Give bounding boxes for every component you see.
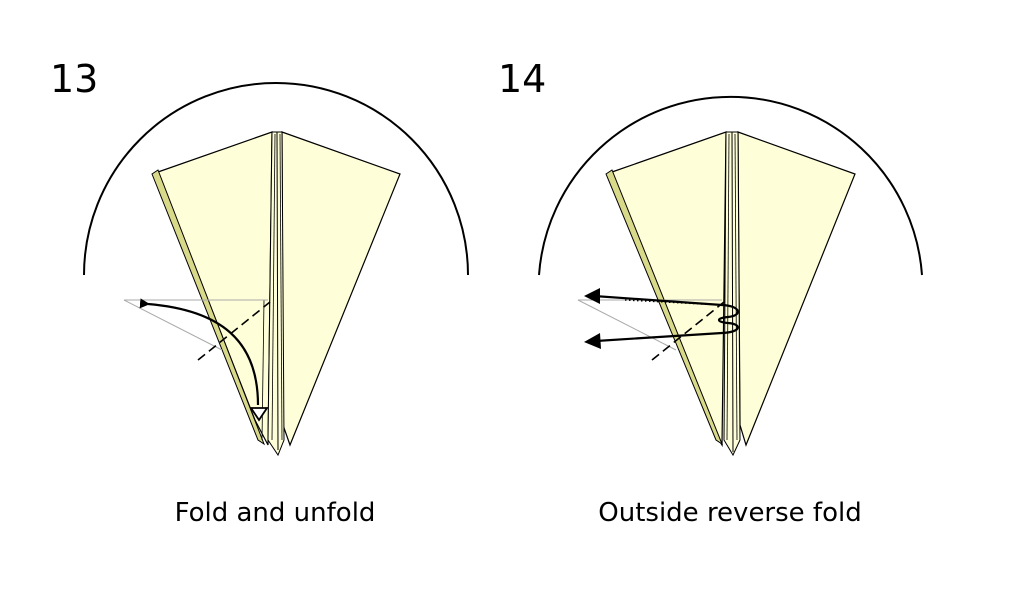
step-14-fold-line [651, 301, 725, 361]
step-14-right-flap [737, 131, 856, 447]
step-13-guide-lines [123, 299, 268, 351]
step-13-center-crease [271, 133, 276, 441]
step-14-number: 14 [498, 57, 547, 101]
step-14-center-crease [731, 131, 734, 453]
step-14-reverse-fold-arrow [593, 294, 739, 343]
step-14-arrowhead-top [584, 288, 600, 304]
step-14-center-crease [734, 133, 738, 441]
step-13-left-flap [157, 131, 273, 446]
step-13-caption: Fold and unfold [174, 498, 376, 528]
step-13-number: 13 [50, 57, 99, 101]
step-13-center-crease [276, 131, 279, 451]
step-13-diagram [83, 82, 469, 457]
step-14-center-layers [723, 131, 741, 457]
step-13-unfold-arrowhead [249, 407, 269, 422]
step-14-guide-lines [577, 299, 722, 351]
step-13-outer-arc [83, 82, 469, 276]
step-13-left-edge-strip [151, 169, 266, 446]
step-14-arrowhead-bottom [584, 333, 601, 349]
step-13-right-flap [281, 131, 401, 447]
step-14-center-crease [726, 133, 730, 441]
step-14-caption: Outside reverse fold [598, 498, 862, 528]
step-13-valley-fold-line [197, 301, 271, 361]
step-14-diagram [538, 95, 923, 457]
step-13-inner-line [261, 299, 265, 441]
step-13-center-crease [279, 133, 283, 441]
step-14-left-flap [611, 131, 727, 448]
step-14-outer-arc [538, 95, 923, 276]
step-14-left-edge-strip [605, 169, 724, 446]
step-13-fold-arrow [139, 298, 260, 406]
step-13-center-layers [267, 131, 285, 457]
